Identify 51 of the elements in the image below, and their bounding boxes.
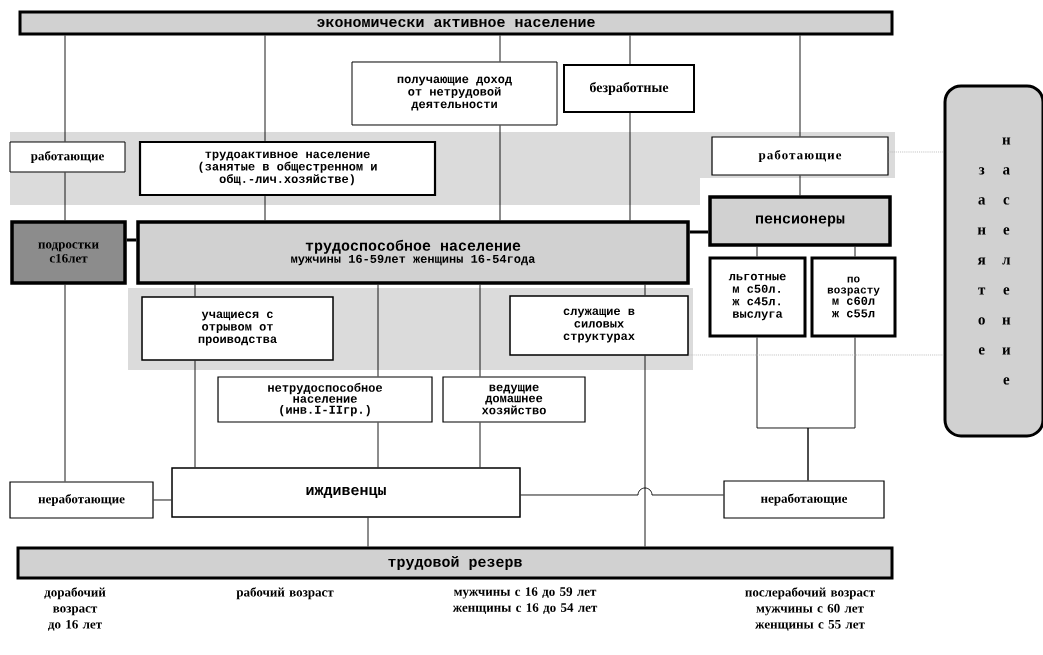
connector-line <box>194 360 196 468</box>
connector-line <box>644 284 646 296</box>
category-box: иждивенцы <box>171 467 521 518</box>
category-box: нетрудоспособное население (инв.I-IIгр.) <box>217 376 433 423</box>
category-box: неработающие <box>9 481 154 519</box>
connector-line <box>854 246 856 257</box>
connector-line <box>629 35 631 65</box>
connector-line <box>520 487 724 496</box>
connector-line <box>264 35 266 142</box>
category-box: пенсионеры <box>708 195 892 247</box>
vertical-title-box: занятое население <box>943 84 1043 438</box>
category-box: учащиеся с отрывом от проиводства <box>141 296 334 361</box>
category-box: служащие в силовых структурах <box>509 295 689 356</box>
category-box: льготные м с50л. ж с45л. выслуга <box>708 256 807 338</box>
connector-line <box>479 284 481 377</box>
connector-line <box>264 195 266 221</box>
connector-line <box>377 422 379 468</box>
category-box: ведущие домашнее хозяйство <box>442 376 586 423</box>
category-box: подростки с16лет <box>10 220 127 285</box>
category-box: получающие доход от нетрудовой деятельности <box>351 61 558 126</box>
age-group-label: мужчины с 16 до 59 лет женщины с 16 до 54 лет <box>452 587 598 615</box>
connector-line <box>64 284 66 482</box>
connector-line <box>756 246 758 257</box>
connector-line <box>629 112 631 221</box>
age-group-label: послерабочий возраст мужчины с 60 лет женщины с 55 лет <box>745 587 875 631</box>
connector-line <box>126 238 137 242</box>
connector-line <box>367 517 369 547</box>
connector-line <box>644 355 646 547</box>
connector-line <box>689 230 709 234</box>
header-band: трудовой резерв <box>16 546 894 580</box>
category-box: неработающие <box>723 480 885 519</box>
category-box: безработные <box>563 64 695 113</box>
category-box: работающие <box>9 141 126 173</box>
connector-line <box>799 35 801 137</box>
connector-line <box>499 125 501 221</box>
connector-line <box>807 337 856 481</box>
connector-line <box>499 35 501 62</box>
connector-line <box>194 284 196 297</box>
connector-line <box>153 499 172 501</box>
category-box: работающие <box>711 136 889 176</box>
connector-line <box>64 35 66 142</box>
category-box: трудоспособное население мужчины 16-59лет женщины 16-54года <box>136 220 690 285</box>
header-band: экономически активное население <box>18 10 894 36</box>
category-box: по возрасту м с60л ж с55л <box>810 256 897 338</box>
connector-line <box>377 284 379 377</box>
connector-line <box>799 175 801 196</box>
category-box: трудоактивное население (занятые в общестренном и общ.-лич.хозяйстве) <box>138 140 437 197</box>
age-group-label: рабочий возраст <box>236 587 334 600</box>
connector-line <box>479 422 481 468</box>
age-group-label: дорабочий возраст до 16 лет <box>44 587 106 631</box>
connector-line <box>64 172 66 221</box>
